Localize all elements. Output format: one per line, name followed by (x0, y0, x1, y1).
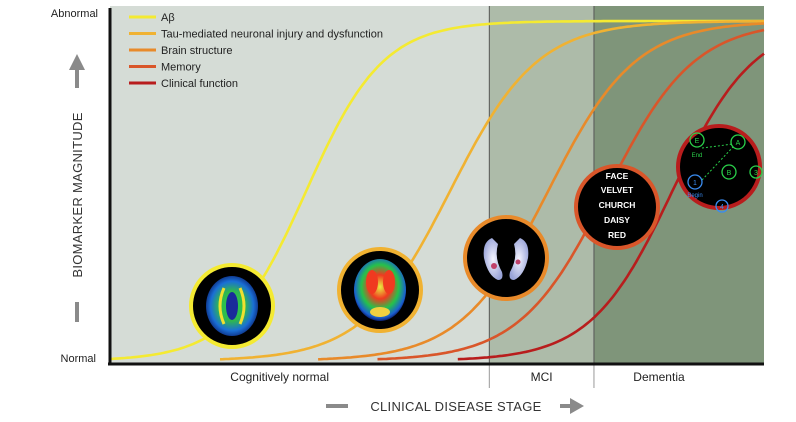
memory-word: RED (608, 230, 626, 240)
stage-label-mci: MCI (531, 370, 553, 384)
y-axis-arrow-icon (69, 54, 85, 88)
biomarker-curves (109, 19, 765, 361)
y-label-normal: Normal (61, 353, 96, 365)
stage-background-mci (489, 6, 594, 364)
fdg-pet-scan-icon (337, 247, 423, 333)
legend-label-2: Tau-mediated neuronal injury and dysfunc… (161, 29, 383, 41)
y-axis-bar-icon (75, 302, 79, 322)
memory-word: VELVET (601, 185, 634, 195)
stage-label-dementia: Dementia (633, 370, 685, 384)
series-line-3 (318, 22, 765, 361)
y-label-abnormal: Abnormal (51, 8, 98, 20)
trail-label: E (695, 138, 700, 145)
x-axis-title: CLINICAL DISEASE STAGE (370, 399, 541, 414)
memory-word-list-icon: FACE VELVET CHURCH DAISY RED (574, 164, 660, 250)
x-axis-arrow-icon (560, 398, 584, 414)
y-axis-title: BIOMARKER MAGNITUDE (70, 112, 85, 277)
series-line-5 (457, 52, 765, 361)
trail-label: 3 (754, 170, 758, 177)
stage-background-normal (110, 6, 490, 364)
x-axis-bar-icon (326, 404, 348, 408)
legend-label-3: Brain structure (161, 45, 233, 57)
legend-label-4: Memory (161, 62, 201, 74)
trail-making-test-icon: E End A 1 Begin B 4 3 (676, 124, 763, 213)
trail-label: End (692, 153, 703, 159)
brain-mri-icon (463, 215, 549, 301)
trail-label: Begin (687, 193, 702, 199)
amyloid-pet-scan-icon (189, 263, 275, 349)
trail-label: 1 (693, 180, 697, 187)
series-line-2 (219, 20, 764, 361)
trail-label: A (736, 140, 741, 147)
series-line-4 (377, 28, 765, 361)
legend-label-5: Clinical function (161, 78, 238, 90)
legend-label-1: Aβ (161, 12, 175, 24)
memory-word: FACE (606, 171, 629, 181)
stage-label-cognitively-normal: Cognitively normal (230, 370, 329, 384)
memory-word: DAISY (604, 215, 630, 225)
memory-word: CHURCH (599, 200, 636, 210)
trail-label: 4 (720, 204, 724, 211)
trail-label: B (727, 170, 732, 177)
